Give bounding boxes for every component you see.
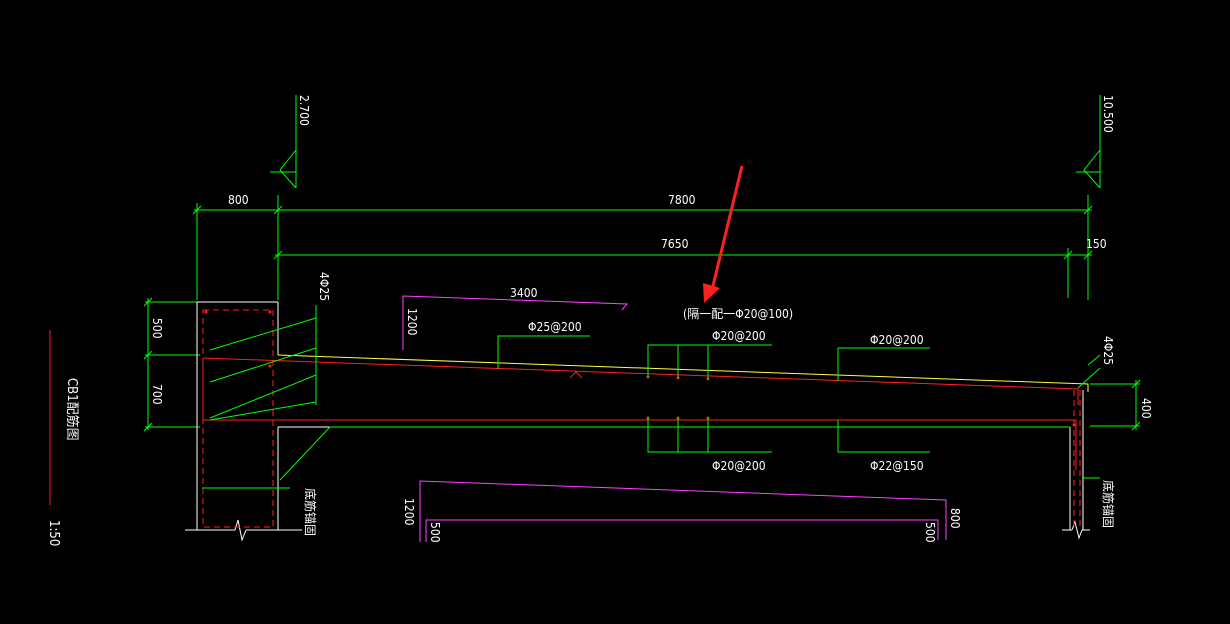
label-3400: 3400: [510, 286, 538, 300]
label-phi22-150: Φ22@150: [870, 459, 924, 473]
dimension-chain-left: [143, 297, 200, 432]
label-note-left: 底筋锚固: [303, 488, 318, 536]
label-800-lower: 800: [948, 508, 962, 529]
rebar-top-layer: [202, 357, 1079, 420]
label-phi20-200-top: Φ20@200: [712, 329, 766, 343]
label-4phi25-left: 4Φ25: [317, 272, 331, 301]
elevation-marker-left: [270, 95, 297, 189]
callout-phi20-200-bottom: [647, 418, 772, 453]
bar-shape-upper: [402, 295, 629, 350]
dim-800-top: 800: [228, 193, 249, 207]
label-callout-phi20-100: (隔一配一Φ20@100): [683, 307, 793, 321]
dim-7800: 7800: [668, 193, 696, 207]
callout-phi25-200: [497, 335, 590, 369]
label-500-lower-right: 500: [923, 522, 937, 543]
elevation-left-label: 2.700: [297, 95, 311, 126]
elevation-right-label: 10.500: [1101, 95, 1115, 133]
leader-lines-right: [1077, 354, 1101, 479]
rebar-left-stirrup: [202, 309, 274, 528]
leader-lines-left: [202, 305, 1070, 489]
rebar-dots: [204, 310, 1076, 427]
dim-150: 150: [1086, 237, 1107, 251]
label-phi20-200-right: Φ20@200: [870, 333, 924, 347]
label-1200-upper: 1200: [405, 308, 419, 336]
rebar-hook-mark: [569, 371, 583, 379]
label-phi25-200: Φ25@200: [528, 320, 582, 334]
drawing-title: CB1配筋图: [64, 378, 80, 441]
drawing-scale: 1:50: [46, 520, 61, 546]
slab-top-surface: [277, 354, 1089, 392]
callout-phi20-200-top: [647, 344, 772, 379]
label-4phi25-right: 4Φ25: [1101, 336, 1115, 365]
dim-700: 700: [150, 384, 164, 405]
label-1200-lower: 1200: [402, 498, 416, 526]
label-phi20-200-bottom: Φ20@200: [712, 459, 766, 473]
dim-7650: 7650: [661, 237, 689, 251]
annotation-arrow: [703, 165, 744, 303]
callout-phi20-200-right: [837, 347, 930, 381]
rebar-right-stirrup: [1073, 390, 1081, 527]
bar-shape-lower: [419, 480, 947, 542]
rebar-bottom-layer: [203, 419, 1077, 470]
elevation-marker-right: [1076, 95, 1101, 189]
callout-phi22-150: [837, 420, 930, 453]
concrete-outline: [185, 301, 1090, 542]
label-note-right: 底筋锚固: [1101, 480, 1116, 528]
dim-500: 500: [150, 318, 164, 339]
dimension-400-right: [1090, 379, 1141, 431]
dimension-chain-top: [192, 195, 1093, 300]
label-500-lower-left: 500: [428, 522, 442, 543]
dim-400: 400: [1139, 398, 1153, 419]
